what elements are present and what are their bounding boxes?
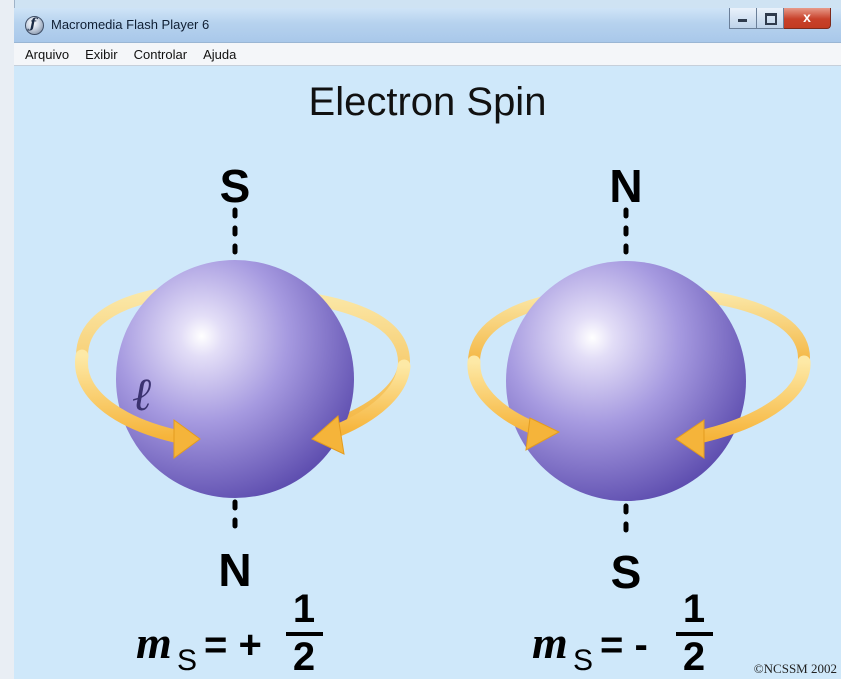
copyright-notice: ©NCSSM 2002 [754, 661, 837, 677]
close-button[interactable]: x [784, 8, 831, 29]
electron-spin-diagram: S N ℓ m S = + 1 2 [14, 66, 841, 679]
flash-player-window: ƒ Macromedia Flash Player 6 x Arquivo Ex… [14, 8, 841, 679]
menu-controlar[interactable]: Controlar [131, 46, 190, 63]
left-eq-s: S [177, 644, 197, 677]
left-bottom-pole: N [218, 544, 251, 596]
menu-ajuda[interactable]: Ajuda [200, 46, 239, 63]
left-top-pole: S [220, 160, 251, 212]
right-top-pole: N [609, 160, 642, 212]
window-title: Macromedia Flash Player 6 [51, 17, 209, 32]
window-controls: x [729, 8, 831, 30]
left-electron-sphere [116, 260, 354, 498]
right-eq-denominator: 2 [683, 635, 705, 679]
menu-bar: Arquivo Exibir Controlar Ajuda [14, 43, 841, 66]
flash-app-icon[interactable]: ƒ [25, 16, 44, 35]
maximize-button[interactable] [757, 8, 784, 29]
right-bottom-pole: S [611, 546, 642, 598]
right-electron-sphere [506, 261, 746, 501]
right-eq-s: S [573, 644, 593, 677]
right-eq-sign: = - [600, 623, 648, 667]
close-icon: x [784, 9, 830, 25]
right-eq-numerator: 1 [683, 587, 705, 631]
right-eq-m: m [532, 617, 568, 668]
title-bar[interactable]: ƒ Macromedia Flash Player 6 x [14, 8, 841, 43]
menu-exibir[interactable]: Exibir [82, 46, 121, 63]
angular-momentum-symbol: ℓ [132, 367, 152, 421]
background-window-edge [0, 0, 15, 679]
right-electron: N S m S = - 1 2 [474, 160, 804, 679]
left-electron: S N ℓ m S = + 1 2 [81, 160, 404, 679]
minimize-button[interactable] [729, 8, 757, 29]
left-eq-m: m [136, 617, 172, 668]
menu-arquivo[interactable]: Arquivo [22, 46, 72, 63]
left-eq-sign: = + [204, 623, 262, 667]
left-eq-denominator: 2 [293, 635, 315, 679]
left-eq-numerator: 1 [293, 587, 315, 631]
flash-stage: Electron Spin [14, 66, 841, 679]
